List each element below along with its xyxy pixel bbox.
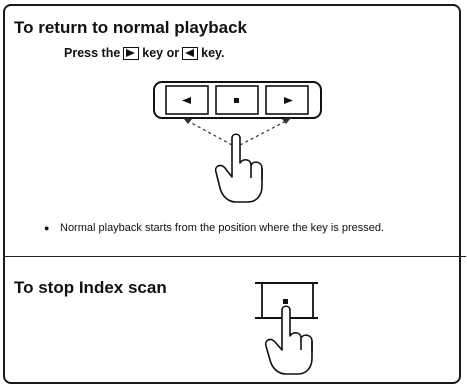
dashed-arrows — [185, 119, 289, 146]
instruction-line: Press the key or key. — [64, 46, 225, 60]
return-playback-heading: To return to normal playback — [14, 18, 248, 37]
instruction-prefix: Press the — [64, 46, 121, 60]
note-bullet: ● — [44, 223, 50, 233]
stop-key[interactable] — [215, 85, 259, 115]
forward-key[interactable] — [265, 85, 309, 115]
play-forward-icon — [126, 48, 136, 57]
instruction-middle: key or — [142, 46, 180, 60]
rewind-icon — [182, 97, 191, 104]
play-forward-icon — [284, 97, 293, 104]
pointing-hand-icon — [214, 133, 263, 203]
arrow-head-right — [282, 118, 291, 124]
section-divider — [3, 256, 466, 257]
instruction-suffix: key. — [201, 46, 225, 60]
stop-index-scan-heading: To stop Index scan — [14, 278, 167, 297]
forward-key-glyph — [123, 46, 140, 60]
rewind-key-glyph — [182, 46, 199, 60]
stop-icon — [234, 98, 239, 103]
rewind-icon — [185, 48, 195, 57]
rewind-key[interactable] — [165, 85, 209, 115]
manual-frame — [3, 4, 461, 384]
arrow-head-left — [183, 118, 192, 124]
playback-note: Normal playback starts from the position… — [60, 222, 385, 234]
